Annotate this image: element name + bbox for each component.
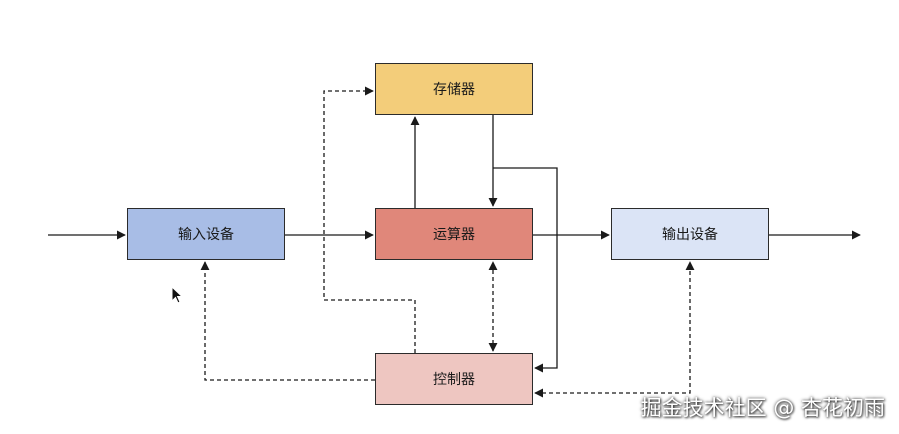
watermark: 掘金技术社区 @ 杏花初雨 [640,396,885,420]
edge-control-output [534,261,695,398]
input-device-label: 输入设备 [178,227,234,243]
edge-control-storage [323,86,416,353]
input-device-node: 输入设备 [127,208,285,260]
storage-label: 存储器 [433,82,475,98]
edge-control-input [200,261,375,381]
alu-label: 运算器 [433,227,475,243]
controller-node: 控制器 [375,353,533,405]
mouse-cursor-icon [171,286,184,304]
output-device-node: 输出设备 [611,208,769,260]
controller-label: 控制器 [433,372,475,388]
output-device-label: 输出设备 [662,227,718,243]
storage-node: 存储器 [375,63,533,115]
edge-storage-control [493,167,558,373]
alu-node: 运算器 [375,208,533,260]
